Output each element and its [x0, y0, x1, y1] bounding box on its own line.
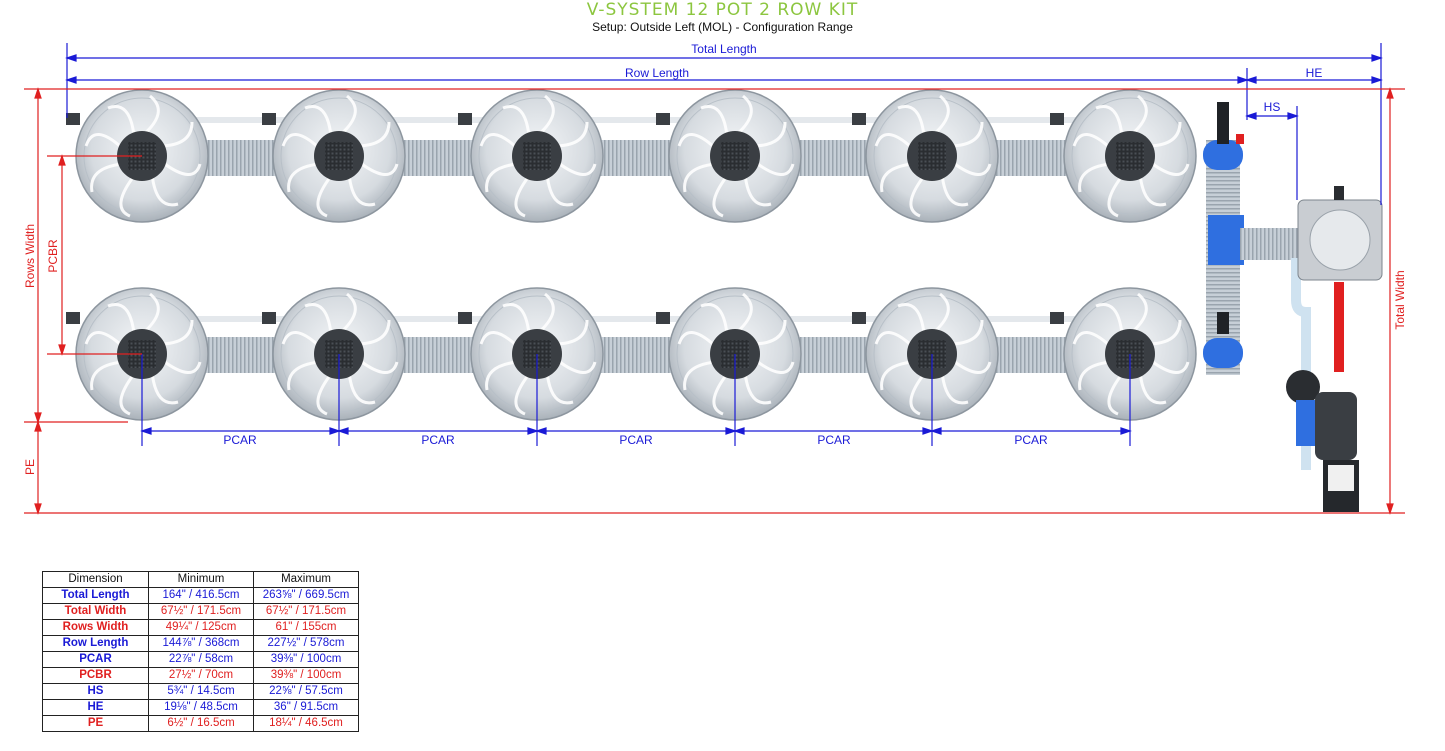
maximum-cell: 61" / 155cm [253, 619, 359, 636]
label-he: HE [1305, 66, 1323, 80]
label-pcar-2: PCAR [421, 433, 455, 447]
system-diagram [24, 43, 1405, 515]
label-pcar-3: PCAR [619, 433, 653, 447]
feed-line-row-1 [140, 117, 1140, 123]
pot-1-4 [667, 88, 803, 224]
minimum-cell: 6½" / 16.5cm [148, 715, 254, 732]
dimension-lines-blue [65, 43, 1383, 446]
pot-row-2 [66, 286, 1198, 422]
pot-row-1 [66, 88, 1198, 224]
maximum-cell: 39⅜" / 100cm [253, 667, 359, 684]
page-subtitle: Setup: Outside Left (MOL) - Configuratio… [592, 20, 853, 34]
valve-row-1 [66, 113, 1064, 125]
dimension-cell: HS [42, 683, 149, 700]
label-row-length: Row Length [624, 66, 690, 80]
column-header: Maximum [253, 571, 359, 588]
valve-row-2 [66, 312, 1064, 324]
feed-line-row-2 [140, 316, 1140, 322]
label-pcar-4: PCAR [817, 433, 851, 447]
minimum-cell: 144⅞" / 368cm [148, 635, 254, 652]
maximum-cell: 263⅝" / 669.5cm [253, 587, 359, 604]
pot-1-5 [864, 88, 1000, 224]
pot-1-3 [469, 88, 605, 224]
minimum-cell: 27½" / 70cm [148, 667, 254, 684]
minimum-cell: 49¼" / 125cm [148, 619, 254, 636]
maximum-cell: 36" / 91.5cm [253, 699, 359, 716]
label-pcar-1: PCAR [223, 433, 257, 447]
label-pe: PE [23, 458, 37, 476]
page-title: V-SYSTEM 12 POT 2 ROW KIT [586, 0, 859, 20]
label-hs: HS [1263, 100, 1281, 114]
pot-1-6 [1062, 88, 1198, 224]
maximum-cell: 22⅝" / 57.5cm [253, 683, 359, 700]
dimension-cell: PE [42, 715, 149, 732]
maximum-cell: 18¼" / 46.5cm [253, 715, 359, 732]
maximum-cell: 67½" / 171.5cm [253, 603, 359, 620]
dimension-cell: Rows Width [42, 619, 149, 636]
dimension-cell: PCAR [42, 651, 149, 668]
dimension-cell: PCBR [42, 667, 149, 684]
dimension-cell: Total Width [42, 603, 149, 620]
label-total-length: Total Length [691, 42, 757, 56]
dimension-lines-red [24, 87, 1405, 515]
maximum-cell: 227½" / 578cm [253, 635, 359, 652]
label-total-width: Total Width [1393, 270, 1407, 330]
pot-1-2 [271, 88, 407, 224]
maximum-cell: 39⅜" / 100cm [253, 651, 359, 668]
minimum-cell: 164" / 416.5cm [148, 587, 254, 604]
reservoir-tank [1286, 186, 1383, 512]
dimension-cell: Total Length [42, 587, 149, 604]
dimension-cell: Row Length [42, 635, 149, 652]
dimension-cell: HE [42, 699, 149, 716]
minimum-cell: 67½" / 171.5cm [148, 603, 254, 620]
table-header-row: Dimension Minimum Maximum [42, 571, 359, 588]
manifold-assembly [1203, 102, 1311, 470]
minimum-cell: 19⅛" / 48.5cm [148, 699, 254, 716]
column-header: Dimension [42, 571, 149, 588]
label-pcbr: PCBR [46, 239, 60, 273]
minimum-cell: 5¾" / 14.5cm [148, 683, 254, 700]
minimum-cell: 22⅞" / 58cm [148, 651, 254, 668]
label-pcar-5: PCAR [1014, 433, 1048, 447]
label-rows-width: Rows Width [23, 223, 37, 289]
column-header: Minimum [148, 571, 254, 588]
